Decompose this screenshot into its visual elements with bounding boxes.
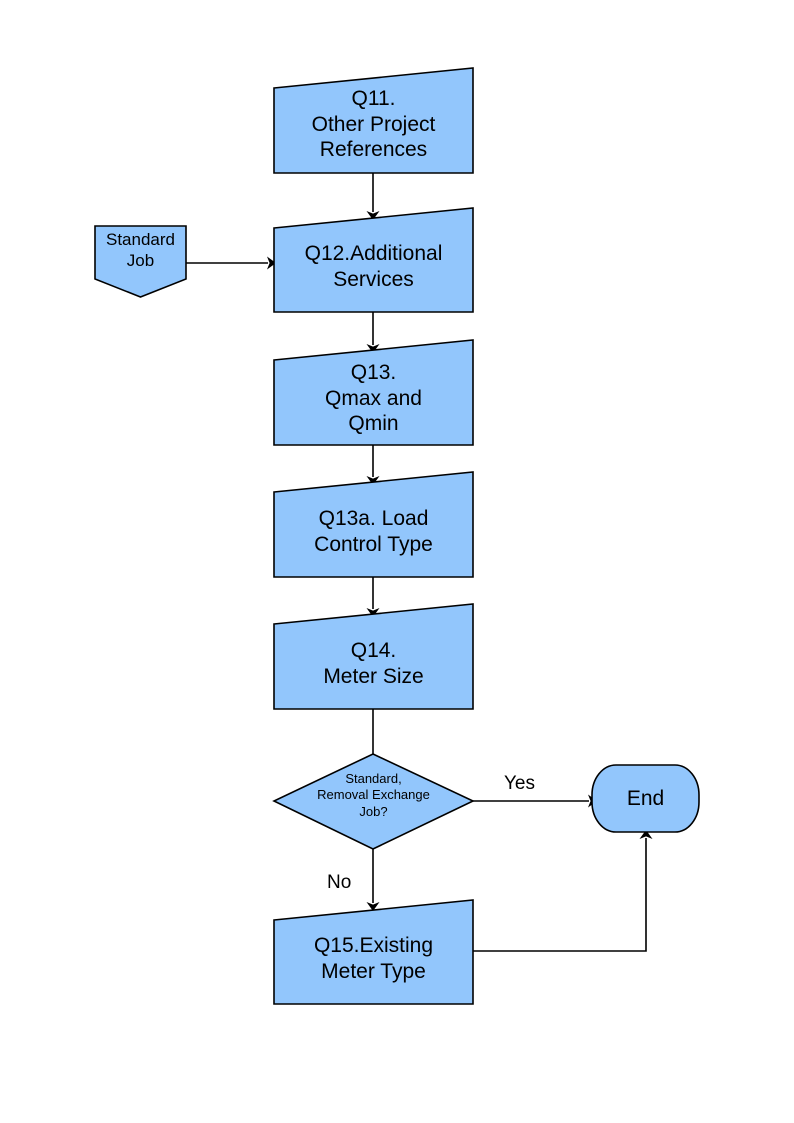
node-q11[interactable] <box>273 67 474 174</box>
node-q15[interactable] <box>273 899 474 1005</box>
node-standard-job[interactable] <box>94 225 187 298</box>
node-decision-standard-removal[interactable] <box>272 753 475 850</box>
connector-line <box>473 830 653 952</box>
edge-label-yes: Yes <box>504 773 535 794</box>
edge-label-no: No <box>327 872 352 893</box>
node-q13a[interactable] <box>273 471 474 578</box>
node-q12[interactable] <box>273 207 474 313</box>
node-q13[interactable] <box>273 339 474 446</box>
edge-q15-to-end <box>473 830 653 952</box>
node-end[interactable] <box>591 764 700 833</box>
node-q14[interactable] <box>273 603 474 710</box>
